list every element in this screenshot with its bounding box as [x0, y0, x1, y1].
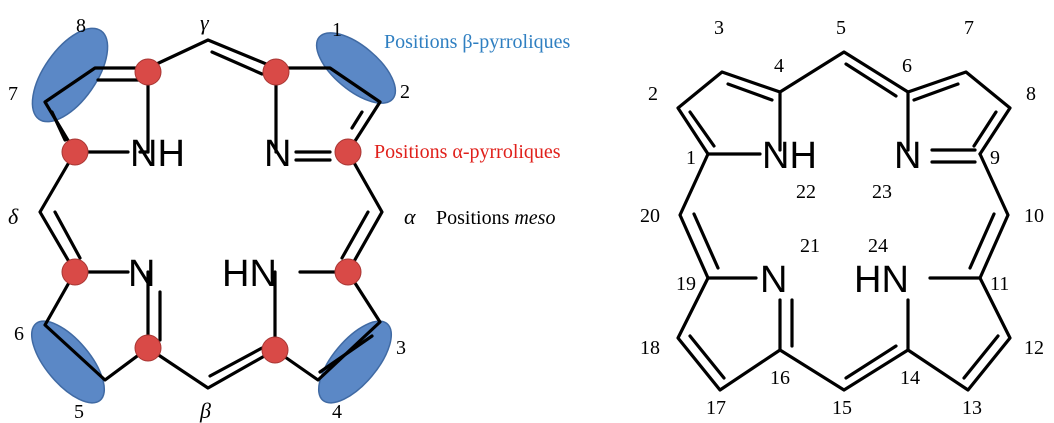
right-number-4: 4 [774, 55, 784, 77]
right-number-22: 22 [796, 181, 816, 203]
left-beta-number-1: 1 [332, 19, 342, 41]
left-atom-n-bottom: N [128, 253, 155, 295]
left-bonds [38, 38, 384, 390]
label-meso-prefix: Positions [436, 207, 514, 229]
right-number-17: 17 [706, 397, 726, 419]
beta-highlight-1-2 [315, 32, 397, 104]
alpha-dot [134, 58, 162, 86]
right-number-13: 13 [962, 397, 982, 419]
alpha-dot [61, 258, 89, 286]
alpha-dot [134, 334, 162, 362]
right-number-24: 24 [868, 235, 888, 257]
meso-beta: β [199, 398, 211, 423]
right-number-8: 8 [1026, 83, 1036, 105]
beta-highlight-7-8 [31, 27, 109, 123]
meso-alpha: α [404, 204, 416, 229]
meso-delta: δ [8, 204, 19, 229]
left-beta-number-7: 7 [8, 83, 18, 105]
left-beta-number-3: 3 [396, 337, 406, 359]
left-atom-nh-top: NH [130, 133, 185, 175]
right-porphyrin: NH N N HN 1 2 3 4 5 6 7 8 9 10 11 12 13 … [640, 17, 1044, 419]
right-number-23: 23 [872, 181, 892, 203]
right-number-19: 19 [676, 273, 696, 295]
label-meso-positions: Positions meso [436, 207, 555, 229]
alpha-dot [61, 138, 89, 166]
right-number-9: 9 [990, 147, 1000, 169]
meso-gamma: γ [200, 10, 210, 35]
left-atom-hn-bottom: HN [222, 253, 277, 295]
right-number-20: 20 [640, 205, 660, 227]
alpha-dot [261, 336, 289, 364]
label-alpha-positions: Positions α-pyrroliques [374, 141, 561, 163]
right-number-11: 11 [990, 273, 1009, 295]
right-bonds [676, 50, 1012, 392]
alpha-dot [334, 258, 362, 286]
label-meso-italic: meso [514, 207, 555, 229]
right-number-18: 18 [640, 337, 660, 359]
right-number-16: 16 [770, 367, 790, 389]
right-number-12: 12 [1024, 337, 1044, 359]
right-atom-n-bottom: N [760, 259, 787, 301]
right-number-15: 15 [832, 397, 852, 419]
right-atom-hn-bottom: HN [854, 259, 909, 301]
right-number-6: 6 [902, 55, 912, 77]
right-number-7: 7 [964, 17, 974, 39]
beta-highlight-3-4 [317, 320, 393, 404]
left-beta-number-2: 2 [400, 81, 410, 103]
right-number-1: 1 [686, 147, 696, 169]
left-beta-number-8: 8 [76, 15, 86, 37]
left-porphyrin: NH N N HN 8 1 7 2 6 3 5 4 γ δ α β Positi… [8, 10, 571, 423]
right-number-3: 3 [714, 17, 724, 39]
alpha-dot [262, 58, 290, 86]
right-atom-n-top: N [894, 135, 921, 177]
right-number-5: 5 [836, 17, 846, 39]
left-beta-number-4: 4 [332, 401, 342, 423]
alpha-dots [61, 58, 362, 364]
right-number-10: 10 [1024, 205, 1044, 227]
right-number-2: 2 [648, 83, 658, 105]
left-beta-number-6: 6 [14, 323, 24, 345]
alpha-dot [334, 138, 362, 166]
right-atom-nh-top: NH [762, 135, 817, 177]
right-number-14: 14 [900, 367, 920, 389]
beta-highlight-5-6 [30, 320, 106, 404]
left-atom-n-top: N [264, 133, 291, 175]
left-beta-number-5: 5 [74, 401, 84, 423]
right-number-21: 21 [800, 235, 820, 257]
label-beta-positions: Positions β-pyrroliques [384, 31, 571, 53]
